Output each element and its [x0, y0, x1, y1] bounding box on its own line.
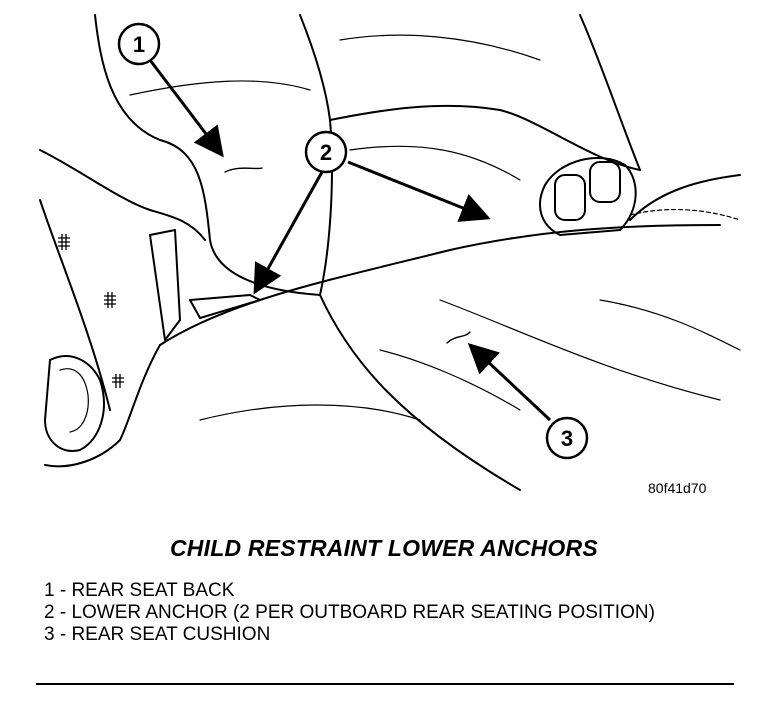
callout-2: 2	[304, 130, 348, 174]
leader-arrow-1	[148, 59, 224, 158]
bottom-rule	[36, 683, 734, 685]
legend-item-3: 3 - REAR SEAT CUSHION	[44, 624, 271, 645]
callout-1-label: 1	[133, 32, 145, 57]
callout-3: 3	[545, 416, 589, 460]
legend-item-2: 2 - LOWER ANCHOR (2 PER OUTBOARD REAR SE…	[44, 602, 655, 623]
seat-cushion-drawing	[44, 174, 741, 491]
lower-anchor-bars-drawing	[189, 156, 637, 319]
leader-arrow-3	[467, 342, 552, 422]
callout-2-label: 2	[320, 140, 332, 165]
leader-arrow-2a	[253, 171, 324, 295]
seat-anchor-illustration: 1 2 3	[39, 14, 741, 491]
figure-code: 80f41d70	[648, 480, 707, 496]
figure-title: CHILD RESTRAINT LOWER ANCHORS	[170, 535, 598, 561]
legend-item-1: 1 - REAR SEAT BACK	[44, 580, 235, 601]
callout-3-label: 3	[561, 426, 573, 451]
stitch-marks	[58, 234, 124, 388]
leader-arrow-2b	[347, 160, 491, 222]
legend: 1 - REAR SEAT BACK 2 - LOWER ANCHOR (2 P…	[44, 580, 734, 646]
side-trim-drawing	[39, 149, 206, 452]
callout-1: 1	[117, 22, 161, 66]
seat-back-drawing	[94, 14, 641, 296]
